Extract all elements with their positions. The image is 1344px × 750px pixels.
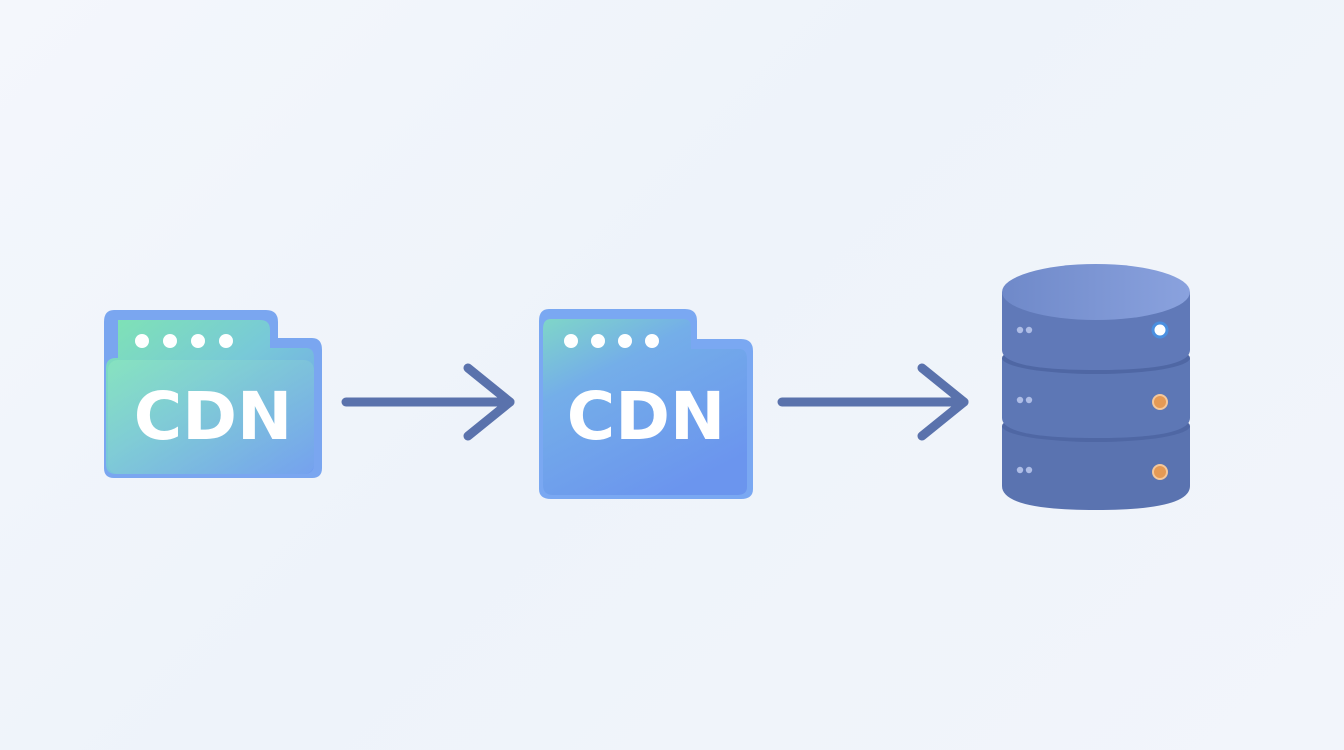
cdn-folder-icon: CDN (104, 310, 322, 478)
drive-bay-2 (1016, 394, 1168, 410)
flow-arrow-2 (777, 360, 974, 444)
dot-icon (564, 334, 578, 348)
cdn-label: CDN (134, 378, 292, 455)
dot-icon (645, 334, 659, 348)
dot-icon (135, 334, 149, 348)
cdn-node-1: CDN (100, 308, 326, 484)
database-server-icon (1002, 264, 1190, 510)
cdn-label: CDN (567, 378, 725, 455)
origin-database-node (996, 258, 1196, 516)
status-light-icon (1151, 321, 1169, 339)
cdn-folder-icon: CDN (539, 309, 753, 499)
dot-icon (591, 334, 605, 348)
status-light-icon (1152, 394, 1168, 410)
drive-bay-3 (1016, 464, 1168, 480)
status-light-icon (1152, 464, 1168, 480)
drive-bay-1 (1016, 321, 1169, 339)
flow-arrow-1 (341, 360, 522, 444)
dot-icon (219, 334, 233, 348)
arrow-right-icon (777, 363, 969, 441)
arrow-right-icon (341, 363, 515, 441)
cdn-node-2: CDN (535, 305, 761, 505)
dot-icon (163, 334, 177, 348)
dot-icon (618, 334, 632, 348)
dot-icon (191, 334, 205, 348)
